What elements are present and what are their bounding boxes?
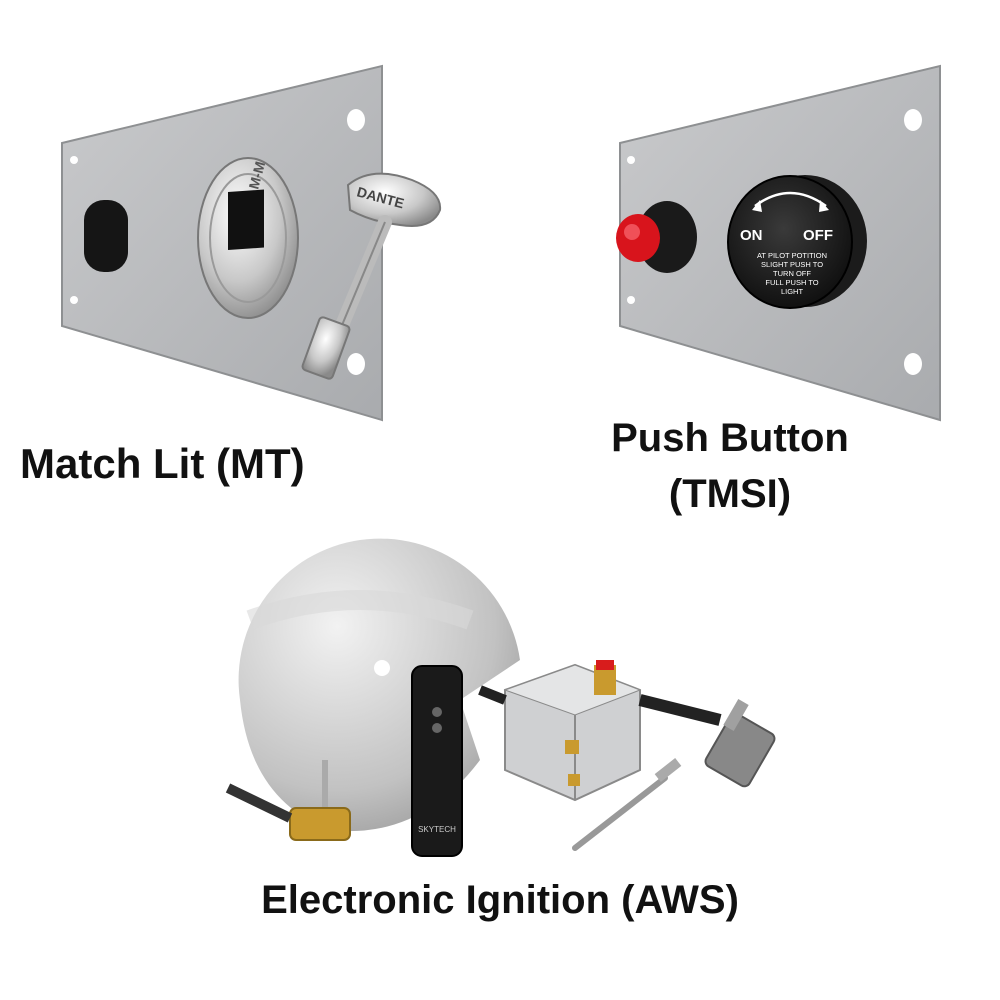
key-socket-icon (228, 189, 264, 251)
red-push-button (616, 201, 697, 273)
mount-hole-icon (70, 296, 78, 304)
mount-hole-icon (347, 109, 365, 131)
mount-hole-icon (904, 353, 922, 375)
ignition-box (503, 660, 642, 802)
valve-key: DANTE (301, 172, 442, 380)
knob-on-label: ON (740, 227, 763, 244)
knob-instruction: LIGHT (781, 287, 804, 296)
push-button-label-line1: Push Button (611, 416, 849, 460)
tmsi-plate: ON OFF AT PILOT POTITION SLIGHT PUSH TO … (616, 64, 941, 422)
mount-hole-icon (627, 156, 635, 164)
mount-hole-icon (347, 353, 365, 375)
knob-instruction: FULL PUSH TO (765, 278, 818, 287)
on-off-knob: ON OFF AT PILOT POTITION SLIGHT PUSH TO … (727, 175, 867, 309)
electronic-ignition-label: Electronic Ignition (AWS) (261, 878, 739, 922)
push-button-label: Push Button (TMSI) (580, 410, 880, 522)
remote-brand: SKYTECH (418, 825, 456, 834)
brass-valve (225, 760, 351, 841)
push-button-label-line2: (TMSI) (668, 472, 792, 516)
mount-hole-icon (904, 109, 922, 131)
mount-hole-icon (627, 296, 635, 304)
rubber-plug (84, 200, 128, 272)
mount-hole-icon (70, 156, 78, 164)
flange-mark: M-M (245, 160, 268, 191)
match-lit-label: Match Lit (MT) (20, 440, 305, 487)
knob-off-label: OFF (803, 227, 833, 244)
mt-plate: M-M DANTE (61, 64, 442, 422)
pilot-screen (704, 712, 776, 788)
burner-disc (238, 538, 520, 832)
remote-control: SKYTECH (411, 665, 463, 857)
aws-kit: SKYTECH (225, 538, 776, 857)
knob-instruction: AT PILOT POTITION (757, 251, 827, 260)
knob-instruction: SLIGHT PUSH TO (761, 260, 823, 269)
knob-instruction: TURN OFF (773, 269, 811, 278)
